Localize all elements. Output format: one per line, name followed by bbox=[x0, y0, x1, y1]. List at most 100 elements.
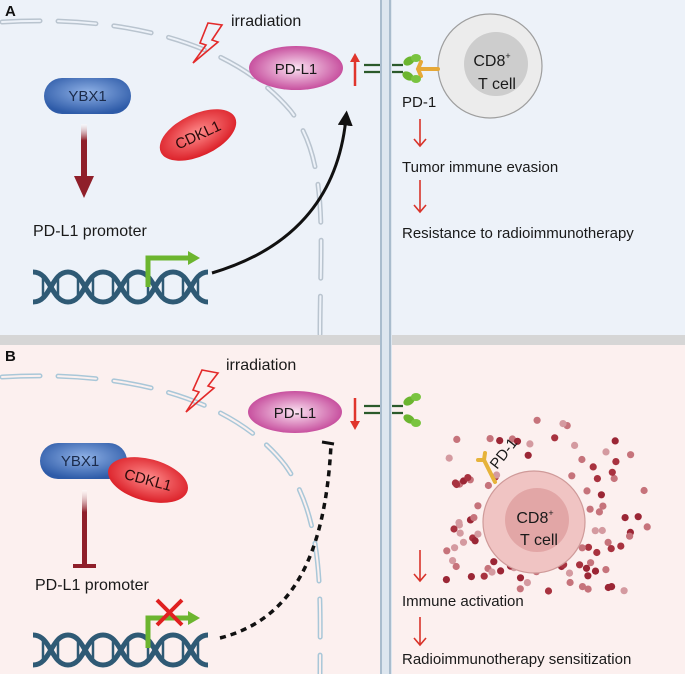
cytokine-particle bbox=[474, 530, 482, 538]
cytokine-particle bbox=[584, 585, 592, 593]
panel-a: A irradiation YBX1 CDKL1 PD-L1 bbox=[0, 0, 685, 338]
pdl1-protein bbox=[249, 46, 343, 90]
panel-b: B irradiation PD-L1 YBX1 CDKL1 PD-L1 pro… bbox=[0, 345, 685, 674]
t-cell-label-line2: T cell bbox=[478, 76, 516, 93]
lightning-bolt-icon bbox=[185, 369, 220, 413]
cytokine-particle bbox=[451, 544, 459, 552]
outcome-2-label: Resistance to radioimmunotherapy bbox=[402, 225, 634, 242]
down-arrow-icon bbox=[350, 421, 360, 430]
outcome-1-label: Tumor immune evasion bbox=[402, 159, 558, 176]
cytokine-particle bbox=[497, 567, 505, 575]
pdl1-binding-domain-icon bbox=[411, 75, 421, 83]
down-arrow-icon bbox=[413, 637, 427, 647]
cytokine-particle bbox=[593, 475, 602, 483]
cytokine-particle bbox=[612, 458, 620, 466]
cytokine-particle bbox=[484, 481, 492, 490]
pdl1-label: PD-L1 bbox=[274, 405, 317, 422]
transcription-start-arrow-icon bbox=[188, 251, 200, 265]
ybx1-label: YBX1 bbox=[68, 88, 106, 105]
cytokine-particle bbox=[559, 420, 567, 428]
blocked-expression-path bbox=[219, 444, 333, 640]
cytokine-particle bbox=[620, 587, 628, 595]
pdl1-binding-domain-icon bbox=[411, 419, 421, 427]
cytokine-particle bbox=[516, 585, 524, 593]
cytokine-particle bbox=[571, 441, 579, 449]
cytokine-particle bbox=[626, 532, 634, 540]
cytokine-particle bbox=[464, 474, 472, 482]
cytokine-particle bbox=[566, 578, 574, 587]
cytokine-particle bbox=[583, 487, 591, 495]
cytokine-particle bbox=[610, 474, 618, 483]
transcription-start-arrow-icon bbox=[188, 611, 200, 625]
t-cell-nucleus bbox=[464, 32, 528, 96]
cytokine-particle bbox=[551, 434, 559, 442]
inhibition-bar-icon bbox=[321, 440, 335, 446]
cytokine-particle bbox=[599, 502, 607, 510]
ybx1-activation-arrow-icon bbox=[74, 176, 94, 198]
cytokine-particle bbox=[586, 505, 594, 513]
cytokine-particles bbox=[442, 416, 651, 595]
t-cell-label-line1: CD8+ bbox=[516, 508, 553, 527]
ybx1-inhibition-shaft bbox=[82, 490, 87, 564]
inhibition-bar-icon bbox=[73, 564, 96, 568]
promoter-label: PD-L1 promoter bbox=[33, 223, 147, 240]
cytokine-particle bbox=[593, 548, 601, 557]
cytokine-particle bbox=[643, 523, 651, 531]
cytokine-particle bbox=[591, 567, 600, 575]
irradiation-label: irradiation bbox=[231, 13, 301, 30]
cytokine-particle bbox=[611, 437, 619, 445]
irradiation-label: irradiation bbox=[226, 357, 296, 374]
down-arrow-icon bbox=[413, 204, 427, 214]
cytokine-particle bbox=[442, 576, 450, 584]
cytokine-particle bbox=[450, 525, 458, 533]
cytokine-particle bbox=[455, 521, 463, 529]
cytokine-particle bbox=[589, 463, 597, 471]
panel-a-background bbox=[0, 0, 685, 335]
cytokine-particle bbox=[634, 513, 642, 521]
panel-b-letter: B bbox=[5, 348, 16, 365]
cytokine-particle bbox=[496, 437, 504, 445]
cytokine-particle bbox=[452, 562, 460, 571]
cytokine-particle bbox=[582, 564, 591, 572]
cytokine-particle bbox=[467, 573, 475, 581]
pdl1-binding-domain-icon bbox=[402, 71, 414, 81]
cytokine-particle bbox=[587, 559, 595, 567]
pd1-receptor-icon bbox=[476, 451, 497, 484]
dna-helix-icon bbox=[32, 632, 209, 668]
cytokine-particle bbox=[471, 537, 479, 545]
cytokine-particle bbox=[565, 569, 574, 577]
pdl1-protein bbox=[248, 391, 342, 433]
cytokine-particle bbox=[445, 454, 453, 462]
ybx1-label: YBX1 bbox=[61, 453, 99, 470]
cytokine-particle bbox=[459, 538, 468, 546]
pdl1-label: PD-L1 bbox=[275, 61, 318, 78]
cytokine-particle bbox=[480, 572, 488, 580]
cytokine-particle bbox=[451, 479, 459, 487]
promoter-label: PD-L1 promoter bbox=[35, 577, 149, 594]
cytokine-particle bbox=[449, 557, 457, 565]
ybx1-protein bbox=[44, 78, 131, 114]
cytokine-particle bbox=[488, 568, 496, 576]
cytokine-particle bbox=[604, 583, 612, 592]
cdkl1-protein: CDKL1 bbox=[108, 457, 188, 503]
cytokine-particle bbox=[516, 574, 525, 582]
cytokine-particle bbox=[627, 451, 635, 459]
cytokine-particle bbox=[640, 486, 648, 495]
expression-arrow bbox=[211, 110, 353, 275]
cytokine-particle bbox=[621, 514, 629, 522]
cytokine-particle bbox=[524, 451, 532, 459]
down-arrow-icon bbox=[413, 573, 427, 583]
cytokine-particle bbox=[578, 583, 587, 591]
panel-a-letter: A bbox=[5, 3, 16, 20]
t-cell-label-line2: T cell bbox=[520, 532, 558, 549]
cytokine-particle bbox=[544, 587, 553, 595]
panel-divider bbox=[0, 335, 685, 345]
transcription-start-arrow-shaft bbox=[145, 255, 189, 287]
cytokine-particle bbox=[513, 437, 522, 445]
cytokine-particle bbox=[526, 440, 534, 448]
cytokine-particle bbox=[591, 527, 599, 535]
cytokine-particle bbox=[598, 526, 606, 535]
cytokine-particle bbox=[584, 543, 593, 551]
cytokine-particle bbox=[602, 448, 610, 456]
